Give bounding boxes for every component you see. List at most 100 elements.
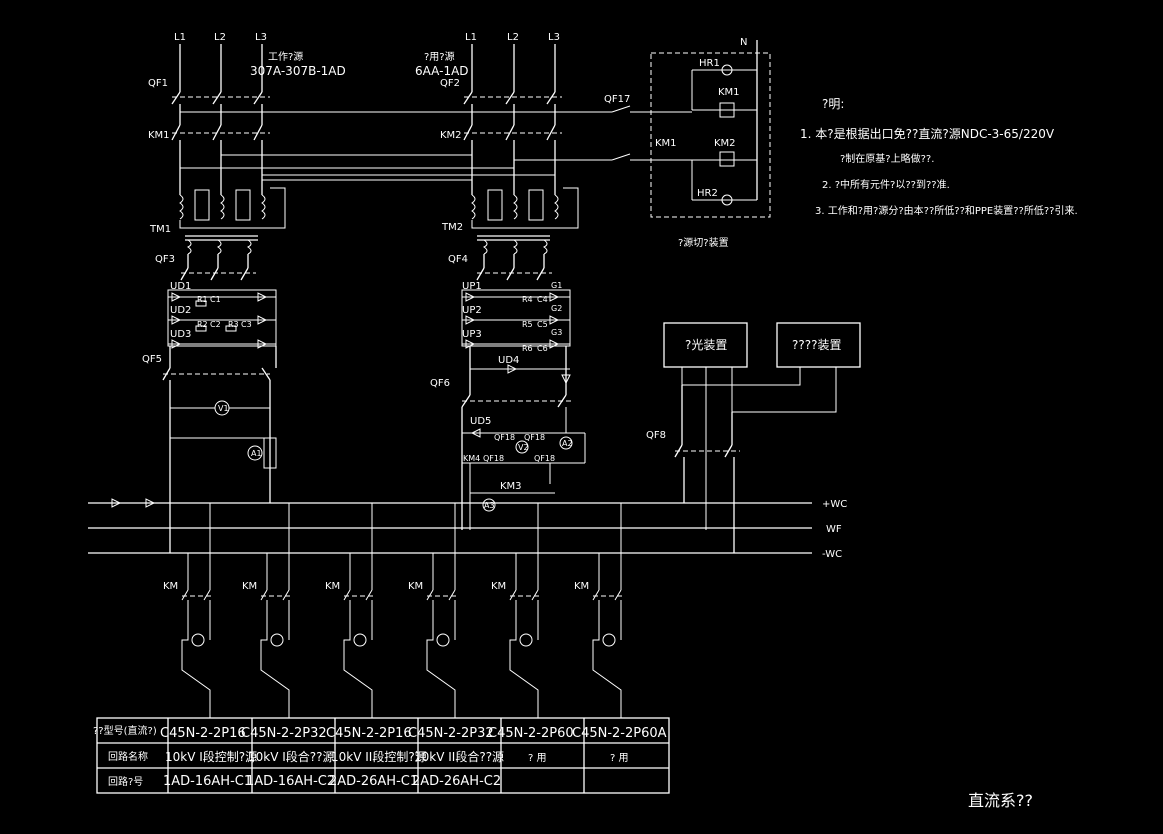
note-line: 2. ?中所有元件?以??到??准. <box>822 178 950 191</box>
note-line: ?制在原基?上略做??. <box>840 152 934 165</box>
table-row-header: 回路?号 <box>108 775 143 788</box>
branch-lamp <box>353 633 367 647</box>
indicator-hr2 <box>721 194 733 206</box>
svg-text:V1: V1 <box>218 404 229 413</box>
qf18c-label: QF18 <box>483 454 504 463</box>
table-name-cell: ? 用 <box>610 753 629 764</box>
svg-text:A1: A1 <box>251 449 262 458</box>
bus-label: +WC <box>822 499 847 510</box>
branch-lamp <box>436 633 450 647</box>
phase-label: L2 <box>507 32 519 43</box>
up3-label: UP3 <box>462 329 482 340</box>
table-name-cell: 10kV II段合??源 <box>414 749 504 764</box>
table-model-cell: C45N-2-2P32 <box>241 726 327 741</box>
indicator-hr1 <box>721 64 733 76</box>
power-switch-device: N HR1 KM1 QF17 KM1 KM2 HR2 ?源切?装置 <box>600 37 771 249</box>
notes-block: ?明: 1. 本?是根据出口免??直流?源NDC-3-65/220V ?制在原基… <box>800 97 1078 217</box>
phase-label: L3 <box>255 32 267 43</box>
ud1-label: UD1 <box>170 281 191 292</box>
hr1-label: HR1 <box>699 58 720 69</box>
qf2-label: QF2 <box>440 78 460 89</box>
circuit-table: ??型号(直流?) 回路名称 回路?号 C45N-2-2P16 C45N-2-2… <box>93 717 670 794</box>
tm2-label: TM2 <box>441 222 463 233</box>
g3-label: G3 <box>551 328 562 337</box>
voltmeter-v1 <box>214 400 230 416</box>
dc-buses: +WC WF -WC <box>88 498 847 560</box>
shunt-a1 <box>263 437 277 469</box>
qf18d-label: QF18 <box>534 454 555 463</box>
qf3-label: QF3 <box>155 254 175 265</box>
km1-coil-label: KM1 <box>718 87 740 98</box>
source-1-feeder: L1 L2 L3 工作?源 307A-307B-1AD QF1 KM1 TM1 <box>148 32 346 281</box>
table-number-cell: 2AD-26AH-C2 <box>412 774 501 789</box>
rectifier-right: UP1 UP2 UP3 R4 C4 R5 C5 R6 C6 G1 G2 G3 U… <box>430 281 586 530</box>
monitor-device-box <box>776 322 861 368</box>
rectifier-left: UD1 UD2 UD3 R1 C1 R2 C2 R3 C3 QF5 V1 <box>142 281 277 553</box>
qf8-label: QF8 <box>646 430 666 441</box>
g2-label: G2 <box>551 304 562 313</box>
table-model-cell: C45N-2-2P32 <box>408 726 494 741</box>
km4-label: KM4 <box>463 454 480 463</box>
c4-label: C4 <box>537 295 548 304</box>
svg-text:V2: V2 <box>518 443 529 452</box>
table-number-cell: 2AD-26AH-C1 <box>329 774 418 789</box>
branch-lamp <box>191 633 205 647</box>
km2-left-label: KM2 <box>440 130 462 141</box>
branch-lamp <box>519 633 533 647</box>
drawing-title: 直流系?? <box>968 791 1033 810</box>
table-row-header: ??型号(直流?) <box>93 724 157 737</box>
qf4-label: QF4 <box>448 254 468 265</box>
branch-lamp <box>602 633 616 647</box>
table-model-cell: C45N-2-2P16 <box>326 726 412 741</box>
r5-label: R5 <box>522 320 533 329</box>
phase-label: L2 <box>214 32 226 43</box>
bus-label: WF <box>826 524 842 535</box>
qf6-label: QF6 <box>430 378 450 389</box>
ammeter-a1 <box>247 445 263 461</box>
ud2-label: UD2 <box>170 305 191 316</box>
km1-contact-label: KM1 <box>655 138 677 149</box>
table-model-cell: C45N-2-2P60 <box>488 726 574 741</box>
voltmeter-v2 <box>515 440 529 454</box>
qf1-label: QF1 <box>148 78 168 89</box>
r2-label: R2 <box>197 320 208 329</box>
ammeter-a2 <box>559 436 573 450</box>
switch-box-outline <box>650 52 771 218</box>
ammeter-a3 <box>482 498 496 512</box>
r4-label: R4 <box>522 295 533 304</box>
phase-label: L3 <box>548 32 560 43</box>
svg-text:A2: A2 <box>562 439 573 448</box>
qf18a-label: QF18 <box>494 433 515 442</box>
qf18b-label: QF18 <box>524 433 545 442</box>
tm1-label: TM1 <box>149 224 171 235</box>
branch-km-label: KM <box>163 581 178 592</box>
branch-km-label: KM <box>408 581 423 592</box>
device-boxes: ?光装置 ????装置 QF8 <box>646 322 861 553</box>
notes-title: ?明: <box>822 97 844 111</box>
qf17-label: QF17 <box>604 94 630 105</box>
branch-km-label: KM <box>242 581 257 592</box>
source-2-feeder: L1 L2 L3 ?用?源 6AA-1AD QF2 KM2 TM2 <box>415 32 579 281</box>
ud3-label: UD3 <box>170 329 191 340</box>
c1-label: C1 <box>210 295 221 304</box>
c2-label: C2 <box>210 320 221 329</box>
cross-ties <box>180 111 600 181</box>
km3-label: KM3 <box>500 481 522 492</box>
bus-label: -WC <box>822 549 842 560</box>
up1-label: UP1 <box>462 281 482 292</box>
source-2-title: ?用?源 <box>424 50 455 63</box>
r3-label: R3 <box>228 320 239 329</box>
phase-label: L1 <box>465 32 477 43</box>
ud5-label: UD5 <box>470 416 491 427</box>
table-model-cell: C45N-2-2P16 <box>160 726 246 741</box>
c6-label: C6 <box>537 344 548 353</box>
branch-lamp <box>270 633 284 647</box>
coil-km2 <box>719 151 735 167</box>
monitor-device-label: ????装置 <box>792 338 841 352</box>
table-name-cell: ? 用 <box>528 753 547 764</box>
source-1-title: 工作?源 <box>268 50 303 63</box>
light-device-label: ?光装置 <box>685 338 727 352</box>
